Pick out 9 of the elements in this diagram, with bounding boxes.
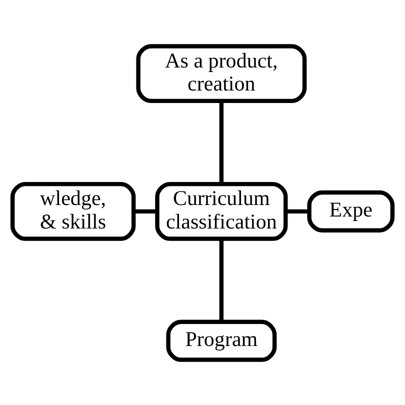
connector — [134, 208, 157, 214]
node-box: As a product, creation — [136, 44, 307, 103]
connector — [219, 100, 224, 184]
node-box: Program — [166, 319, 277, 362]
connector — [286, 208, 310, 214]
node-box: wledge, & skills — [10, 181, 136, 240]
node-box: Curriculum classification — [155, 181, 288, 240]
connector — [219, 238, 224, 322]
node-box: Expe — [307, 190, 395, 232]
